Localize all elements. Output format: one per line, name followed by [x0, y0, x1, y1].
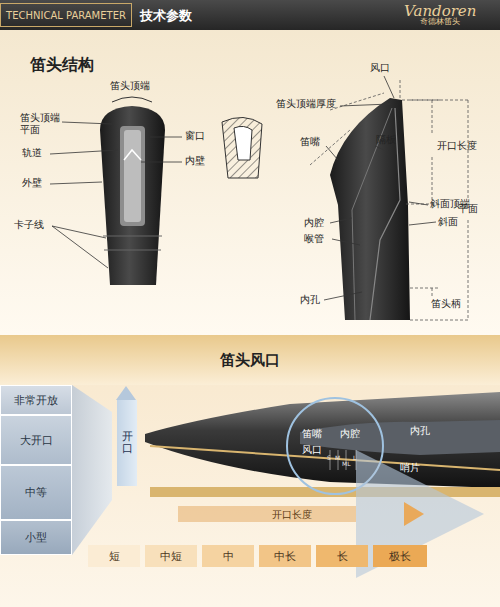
node-text: 中长: [274, 549, 296, 564]
part-label: 卡子线: [14, 219, 44, 231]
part-label: 内腔: [340, 428, 360, 440]
length-box: 短: [88, 545, 140, 567]
node-text: 中短: [160, 549, 182, 564]
part-label: 内孔: [410, 425, 430, 437]
part-label: 笛头顶端平面: [20, 112, 62, 136]
header-tag: TECHNICAL PARAMETER: [0, 3, 132, 27]
length-box: 长: [316, 545, 368, 567]
node-text: 小型: [25, 530, 47, 545]
brand-name: 奇德林笛头: [420, 17, 460, 27]
section-title: 笛头结构: [30, 55, 94, 74]
part-label: 轨道: [22, 147, 42, 159]
part-label: 平面: [458, 203, 478, 215]
opening-band: 中等: [0, 465, 72, 520]
part-label: 风口: [302, 444, 322, 456]
node-text: 非常开放: [14, 393, 58, 408]
length-box: 中: [202, 545, 254, 567]
part-label: 外壁: [22, 177, 42, 189]
node-text: 中: [223, 549, 234, 564]
section-title: 笛头风口: [220, 351, 280, 369]
part-label: 风口: [370, 62, 390, 74]
opening-band: 非常开放: [0, 385, 72, 415]
node-text: 大开口: [20, 433, 53, 448]
node-text: 短: [109, 549, 120, 564]
part-label: 哨片: [400, 462, 420, 474]
part-label: M: [335, 454, 340, 461]
opening-arrow: 开口: [117, 400, 137, 486]
part-label: 喉管: [304, 233, 324, 245]
part-label: 笛头顶端厚度: [276, 98, 336, 110]
part-label: 笛头柄: [431, 298, 461, 310]
node-text: 极长: [389, 549, 411, 564]
part-label: 内壁: [185, 155, 205, 167]
part-label: 笛嘴: [302, 428, 322, 440]
length-box: 中短: [145, 545, 197, 567]
node-text: TECHNICAL PARAMETER: [6, 10, 126, 21]
header-title: 技术参数: [140, 8, 192, 24]
part-label: L: [353, 454, 356, 461]
node-text: 开口长度: [272, 508, 312, 522]
opening-band: 小型: [0, 520, 72, 555]
opening-band: 大开口: [0, 415, 72, 465]
part-label: 开口长度: [437, 140, 477, 152]
length-box: 极长: [373, 545, 427, 567]
node-text: 开口: [122, 431, 133, 455]
length-arrow: 开口长度: [178, 506, 406, 524]
node-text: 长: [337, 549, 348, 564]
part-label: 笛头顶端: [110, 80, 150, 92]
part-label: 内孔: [300, 294, 320, 306]
part-label: 内腔: [304, 217, 324, 229]
part-label: ML: [342, 460, 351, 467]
part-label: 笛嘴: [300, 136, 320, 148]
length-box: 中长: [259, 545, 311, 567]
part-label: 斜面: [438, 216, 458, 228]
part-label: 窗口: [185, 130, 205, 142]
part-label: 隔板: [376, 134, 396, 146]
node-text: 中等: [25, 485, 47, 500]
part-label: S: [327, 454, 331, 461]
